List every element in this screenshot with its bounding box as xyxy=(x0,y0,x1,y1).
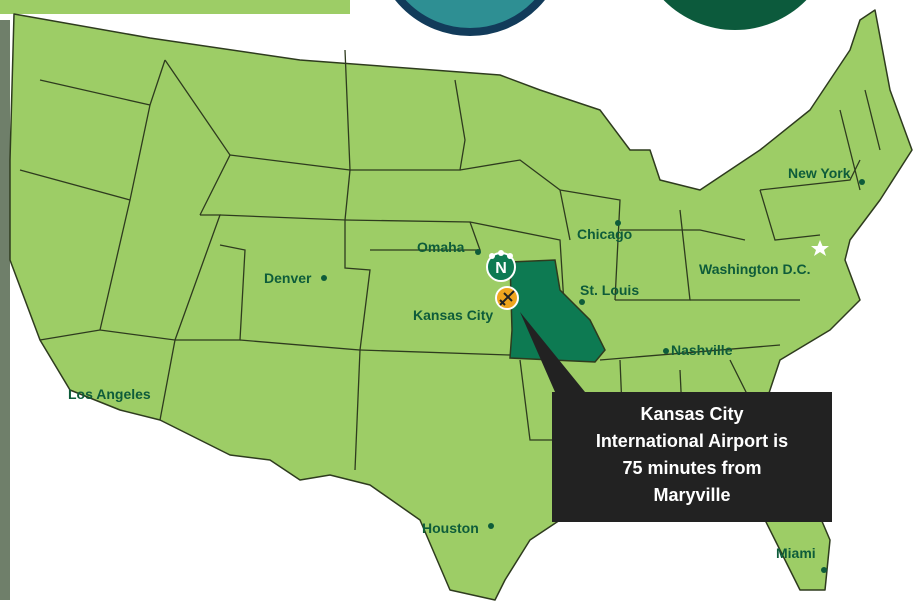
city-label-miami: Miami xyxy=(776,545,816,561)
airport-callout: Kansas City International Airport is 75 … xyxy=(552,392,832,522)
city-markers xyxy=(321,179,865,573)
city-dot-chicago xyxy=(615,220,621,226)
callout-line-4: Maryville xyxy=(653,485,730,505)
top-badge-green xyxy=(663,0,807,30)
state-borders xyxy=(19,49,881,481)
bearcat-logo-icon: N xyxy=(486,250,516,282)
top-banner xyxy=(0,0,350,14)
city-dot-miami xyxy=(821,567,827,573)
city-label-kansas-city: Kansas City xyxy=(413,307,493,323)
city-dot-st-louis xyxy=(579,299,585,305)
callout-line-1: Kansas City xyxy=(640,404,743,424)
city-dot-omaha xyxy=(475,249,481,255)
callout-line-3: 75 minutes from xyxy=(622,458,761,478)
airplane-icon xyxy=(495,286,519,310)
city-dot-denver xyxy=(321,275,327,281)
left-photo-strip xyxy=(0,20,10,600)
city-label-washington-dc: Washington D.C. xyxy=(699,261,810,277)
city-label-nashville: Nashville xyxy=(671,342,733,358)
city-dot-nashville xyxy=(663,348,669,354)
city-label-new-york: New York xyxy=(788,165,851,181)
callout-pointer xyxy=(520,312,585,392)
city-label-houston: Houston xyxy=(422,520,479,536)
top-badge-teal xyxy=(395,0,545,36)
city-label-st-louis: St. Louis xyxy=(580,282,639,298)
star-icon xyxy=(811,240,829,256)
city-label-omaha: Omaha xyxy=(417,239,465,255)
svg-text:N: N xyxy=(495,260,507,277)
city-label-chicago: Chicago xyxy=(577,226,632,242)
city-dot-houston xyxy=(488,523,494,529)
callout-line-2: International Airport is xyxy=(596,431,788,451)
city-label-los-angeles: Los Angeles xyxy=(68,386,151,402)
city-label-denver: Denver xyxy=(264,270,312,286)
city-dot-new-york xyxy=(859,179,865,185)
